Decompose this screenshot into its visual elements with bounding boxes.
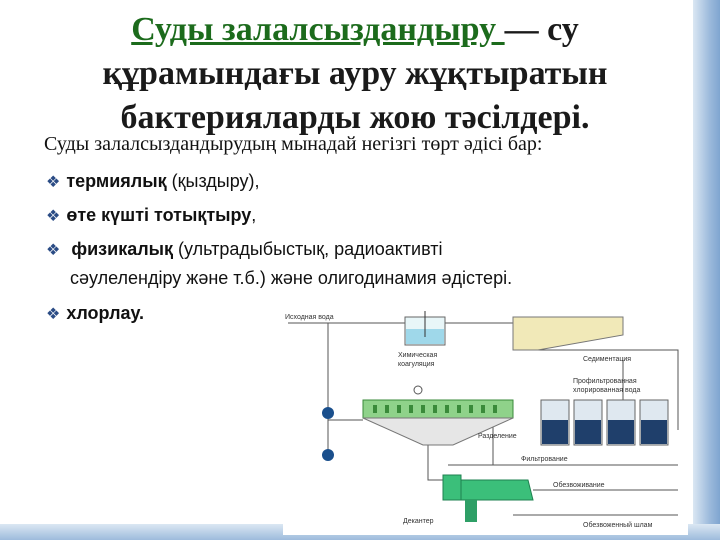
clarifier-nozzles [373, 405, 497, 413]
label-dewatering: Обезвоживание [553, 481, 605, 489]
sedimentation-tank [512, 316, 624, 351]
bullet-physical-continuation: сәулелендіру және т.б.) және олигодинами… [70, 268, 513, 288]
bullet-rest: (ультрадыбыстық, радиоактивті [173, 239, 443, 259]
title-line-2: құрамындағы ауру жұқтыратын [102, 55, 608, 92]
valve-icon [413, 385, 423, 395]
diamond-bullet-icon: ❖ [46, 306, 61, 323]
diamond-bullet-icon: ❖ [46, 242, 61, 259]
label-chemical-coag-1: Химическая [398, 352, 437, 359]
title-link[interactable]: Суды залалсыздандыру [131, 11, 505, 48]
filter-bank [540, 399, 669, 446]
pump-icon [322, 449, 334, 461]
bullet-bold: термиялық [66, 171, 167, 191]
label-decanter: Декантер [403, 518, 434, 525]
bullet-bold: хлорлау. [66, 303, 144, 323]
bullet-bold: өте күшті тотықтыру [66, 205, 252, 225]
bullet-thermal: ❖ термиялық (қыздыру), [46, 168, 260, 196]
bullet-rest: , [251, 205, 257, 225]
diamond-bullet-icon: ❖ [46, 208, 61, 225]
decanter-body [457, 479, 534, 501]
slide-title: Суды залалсыздандыру — су құрамындағы ау… [30, 8, 680, 140]
pump-icon [322, 407, 334, 419]
label-source-water: Исходная вода [285, 314, 334, 321]
clarifier-cone [362, 417, 514, 446]
label-sedimentation: Седиментация [583, 356, 631, 363]
bullet-physical: ❖ физикалық (ультрадыбыстық, радиоактивт… [46, 236, 443, 264]
title-line-3: бактерияларды жою тәсілдері. [120, 99, 590, 136]
decanter-motor [442, 474, 462, 501]
intro-text: Суды залалсыздандырудың мынадай негізгі … [44, 133, 543, 155]
label-chemical-coag-2: коагуляция [398, 361, 435, 368]
label-filtration: Фильтрование [521, 456, 568, 463]
bullet-rest: (қыздыру), [166, 171, 260, 191]
bullet-bold: физикалық [71, 239, 174, 259]
water-treatment-diagram: Исходная вода Химическая коагуляция Седи… [283, 305, 688, 535]
decanter-stand [465, 500, 477, 522]
bullet-chlorination: ❖ хлорлау. [46, 300, 144, 328]
diamond-bullet-icon: ❖ [46, 174, 61, 191]
label-filtered-2: хлорированная вода [573, 387, 641, 394]
title-dash: — су [504, 11, 579, 48]
label-separation: Разделение [478, 433, 517, 440]
bullet-oxidation: ❖ өте күшті тотықтыру, [46, 202, 256, 230]
pipe-right [538, 349, 679, 430]
label-sludge: Обезвоженный шлам [583, 521, 653, 529]
label-filtered-1: Профильтрованная [573, 378, 637, 385]
diagram-svg: Исходная вода Химическая коагуляция Седи… [285, 311, 679, 529]
slide-frame-right [693, 0, 720, 540]
